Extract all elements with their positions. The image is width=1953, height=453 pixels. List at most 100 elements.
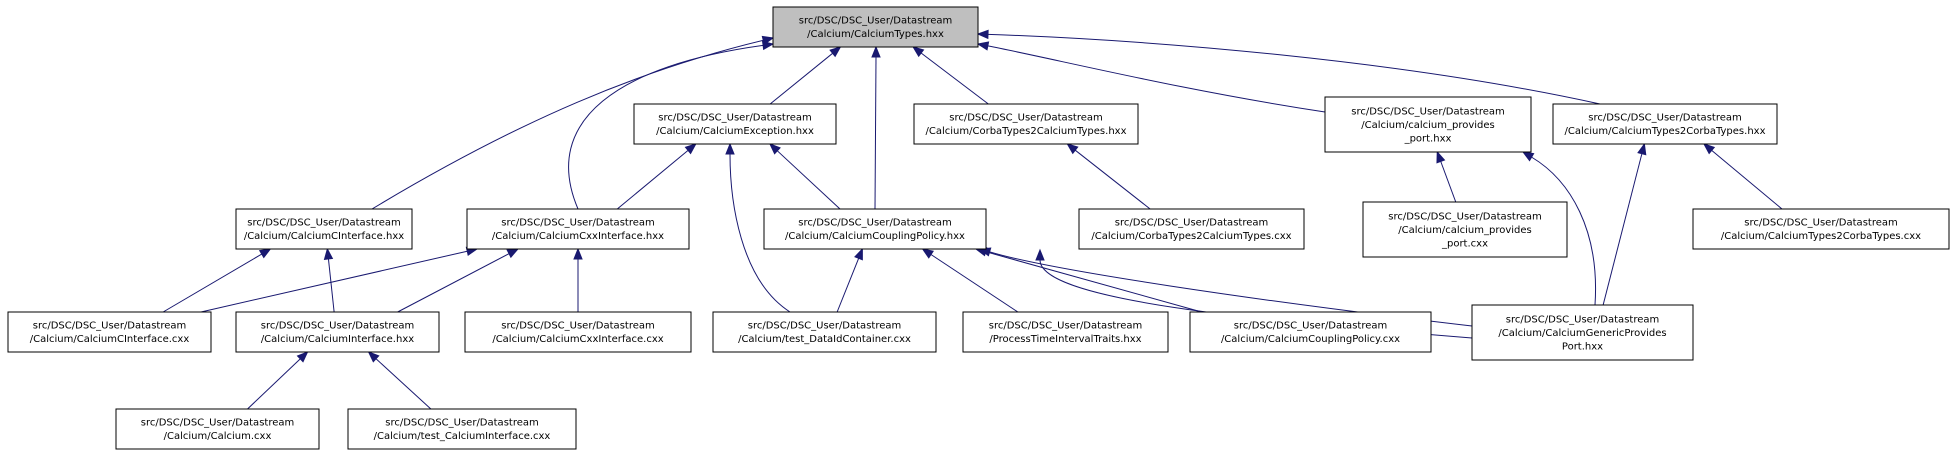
node-label-line: /Calcium/calcium_provides (1398, 225, 1532, 236)
node-label-line: src/DSC/DSC_User/Datastream (989, 321, 1142, 332)
file-node-cinterface-cxx[interactable]: src/DSC/DSC_User/Datastream/Calcium/Calc… (7, 311, 212, 353)
file-node-calcium2corba-hxx[interactable]: src/DSC/DSC_User/Datastream/Calcium/Calc… (1552, 103, 1778, 145)
edge-line (920, 52, 989, 105)
arrowhead-icon (921, 248, 934, 259)
root-file-node: src/DSC/DSC_User/Datastream/Calcium/Calc… (772, 6, 979, 48)
node-label-line: /Calcium/calcium_provides (1361, 120, 1495, 131)
node-label-line: /Calcium/CalciumGenericProvides (1498, 328, 1666, 339)
include-edge (1521, 151, 1597, 306)
edge-line (1531, 156, 1597, 306)
include-edge (162, 248, 272, 313)
node-box (962, 311, 1169, 353)
file-node-couplingpolicy-cxx[interactable]: src/DSC/DSC_User/Datastream/Calcium/Calc… (1189, 311, 1432, 353)
include-edge (200, 246, 479, 313)
node-label-line: /Calcium/CalciumTypes2CorbaTypes.hxx (1565, 126, 1766, 137)
edge-line (375, 358, 432, 410)
node-box (763, 208, 987, 250)
include-edge (323, 247, 335, 313)
arrowhead-icon (871, 45, 881, 58)
edge-line (1074, 149, 1151, 210)
file-node-calcium-cxx[interactable]: src/DSC/DSC_User/Datastream/Calcium/Calc… (115, 408, 320, 450)
node-label-line: /Calcium/test_DataIdContainer.cxx (738, 334, 911, 345)
node-label-line: src/DSC/DSC_User/Datastream (1588, 113, 1741, 124)
node-box (1189, 311, 1432, 353)
edge-line (371, 39, 764, 210)
include-edge (921, 248, 1019, 313)
include-edge (1436, 150, 1457, 203)
node-label-line: /Calcium/CalciumCxxInterface.hxx (492, 231, 664, 242)
node-label-line: /Calcium/CalciumTypes.hxx (807, 29, 944, 40)
node-label-line: src/DSC/DSC_User/Datastream (501, 218, 654, 229)
edges (162, 29, 1783, 410)
node-label-line: src/DSC/DSC_User/Datastream (1388, 211, 1541, 222)
edge-line (568, 44, 764, 210)
node-label-line: /ProcessTimeIntervalTraits.hxx (989, 334, 1141, 345)
node-box (235, 208, 413, 250)
node-label-line: src/DSC/DSC_User/Datastream (1234, 321, 1387, 332)
file-node-genericprovides-hxx[interactable]: src/DSC/DSC_User/Datastream/Calcium/Calc… (1471, 304, 1694, 361)
file-node-couplingpolicy-hxx[interactable]: src/DSC/DSC_User/Datastream/Calcium/Calc… (763, 208, 987, 250)
file-node-test-interface-cxx[interactable]: src/DSC/DSC_User/Datastream/Calcium/test… (347, 408, 577, 450)
edge-line (874, 56, 877, 210)
file-node-processtime-hxx[interactable]: src/DSC/DSC_User/Datastream/ProcessTimeI… (962, 311, 1169, 353)
edge-line (200, 250, 468, 313)
node-box (1362, 201, 1568, 258)
include-edge (1602, 142, 1647, 306)
file-node-exception-hxx[interactable]: src/DSC/DSC_User/Datastream/Calcium/Calc… (633, 103, 837, 145)
include-edge (568, 40, 775, 210)
include-edge (836, 247, 863, 313)
arrowhead-icon (323, 247, 334, 260)
node-label-line: src/DSC/DSC_User/Datastream (501, 321, 654, 332)
node-label-line: /Calcium/CalciumCouplingPolicy.hxx (785, 231, 965, 242)
edge-line (616, 149, 689, 210)
edge-line (836, 258, 860, 313)
edge-line (397, 253, 510, 313)
file-node-corba2calcium-hxx[interactable]: src/DSC/DSC_User/Datastream/Calcium/Corb… (913, 103, 1139, 145)
file-node-calcium2corba-cxx[interactable]: src/DSC/DSC_User/Datastream/Calcium/Calc… (1692, 208, 1950, 250)
node-box (466, 208, 690, 250)
edge-line (327, 258, 335, 313)
node-box (1078, 208, 1305, 250)
node-label-line: src/DSC/DSC_User/Datastream (1115, 218, 1268, 229)
node-label-line: /Calcium/CorbaTypes2CalciumTypes.hxx (926, 126, 1127, 137)
include-edge (769, 143, 841, 210)
arrowhead-icon (725, 142, 735, 155)
file-node-provides-port-cxx[interactable]: src/DSC/DSC_User/Datastream/Calcium/calc… (1362, 201, 1568, 258)
file-node-cinterface-hxx[interactable]: src/DSC/DSC_User/Datastream/Calcium/Calc… (235, 208, 413, 250)
node-box (1471, 304, 1694, 361)
arrowhead-icon (1521, 151, 1535, 162)
include-edge (616, 143, 697, 210)
node-label-line: /Calcium/CalciumCouplingPolicy.cxx (1221, 334, 1400, 345)
node-label-line: /Calcium/test_CalciumInterface.cxx (374, 431, 551, 442)
node-label-line: /Calcium/CalciumCInterface.cxx (30, 334, 190, 345)
node-label-line: /Calcium/CalciumTypes2CorbaTypes.cxx (1721, 231, 1921, 242)
arrowhead-icon (1066, 143, 1079, 155)
arrowhead-icon (1035, 248, 1045, 261)
file-node-interface-hxx[interactable]: src/DSC/DSC_User/Datastream/Calcium/Calc… (235, 311, 440, 353)
edge-line (776, 150, 841, 210)
edge-line (247, 358, 301, 410)
node-label-line: src/DSC/DSC_User/Datastream (748, 321, 901, 332)
node-label-line: src/DSC/DSC_User/Datastream (658, 113, 811, 124)
node-box (913, 103, 1139, 145)
arrowhead-icon (296, 351, 309, 363)
file-node-cxxinterface-hxx[interactable]: src/DSC/DSC_User/Datastream/Calcium/Calc… (466, 208, 690, 250)
edge-line (987, 33, 1601, 105)
file-node-cxxinterface-cxx[interactable]: src/DSC/DSC_User/Datastream/Calcium/Calc… (464, 311, 692, 353)
file-node-datacontainer-cxx[interactable]: src/DSC/DSC_User/Datastream/Calcium/test… (712, 311, 937, 353)
arrowhead-icon (912, 46, 925, 58)
node-box (7, 311, 212, 353)
arrowhead-icon (976, 29, 989, 40)
node-label-line: _port.hxx (1404, 133, 1452, 144)
node-box (1324, 96, 1532, 153)
edge-line (987, 45, 1326, 113)
include-edge (976, 29, 1601, 105)
node-label-line: /Calcium/Calcium.cxx (164, 431, 272, 442)
file-node-provides-port-hxx[interactable]: src/DSC/DSC_User/Datastream/Calcium/calc… (1324, 96, 1532, 153)
node-label-line: /Calcium/CalciumException.hxx (656, 126, 814, 137)
file-node-corba2calcium-cxx[interactable]: src/DSC/DSC_User/Datastream/Calcium/Corb… (1078, 208, 1305, 250)
include-edge (725, 142, 791, 313)
node-label-line: src/DSC/DSC_User/Datastream (141, 418, 294, 429)
node-label-line: src/DSC/DSC_User/Datastream (798, 218, 951, 229)
